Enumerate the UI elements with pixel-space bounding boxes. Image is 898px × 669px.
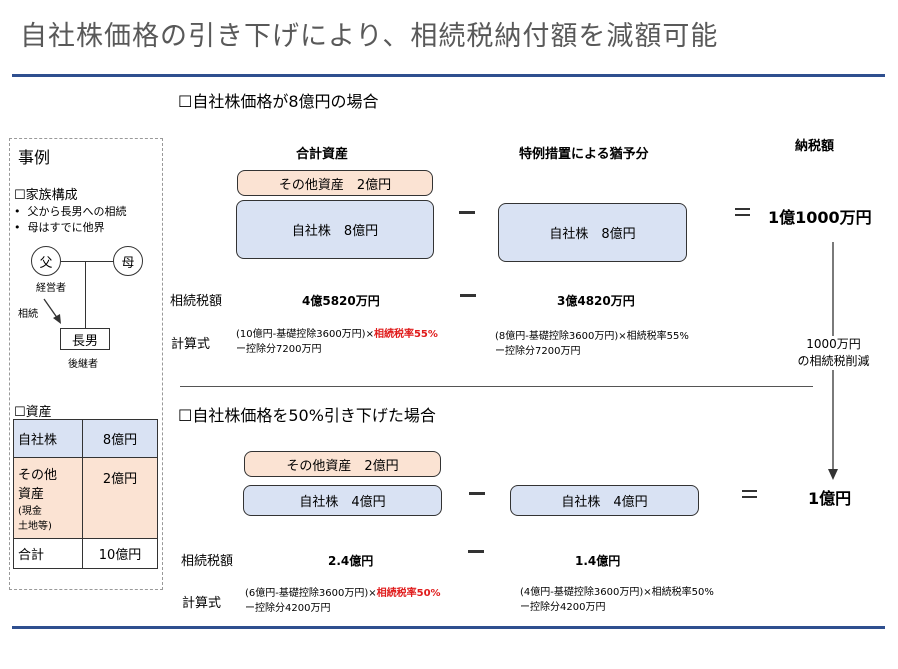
family-bullet-1: • 父から長男への相続 <box>14 205 127 218</box>
assets-table: 自社株 8億円 その他 資産 (現金 土地等) 2億円 合計 10億円 <box>13 419 158 569</box>
asset-value: 2億円 <box>82 457 158 539</box>
s1-tax-label: 相続税額 <box>170 294 223 309</box>
descent-line <box>85 261 87 338</box>
s1-deferred-stock-box: 自社株 8億円 <box>498 203 687 262</box>
s1-calc-deferral: (8億円-基礎控除3600万円)×相続税率55% <box>495 331 689 342</box>
col-total-assets: 合計資産 <box>296 147 349 162</box>
son-role: 後継者 <box>68 359 98 370</box>
case-panel <box>9 138 163 590</box>
s2-calc-total-2: ー控除分4200万円 <box>245 603 331 614</box>
s1-tax-deferral: 3億4820万円 <box>557 294 635 308</box>
s1-calc-total-2: ー控除分7200万円 <box>236 344 322 355</box>
s2-tax-label: 相続税額 <box>181 554 234 569</box>
s2-calc-label: 計算式 <box>182 596 222 611</box>
assets-row-total: 合計 10億円 <box>13 538 158 569</box>
section-divider <box>180 386 813 387</box>
scenario2-heading: ☐自社株価格を50%引き下げた場合 <box>178 406 436 425</box>
s2-deferred-stock-box: 自社株 4億円 <box>510 485 699 516</box>
s2-minus-icon <box>469 492 485 495</box>
col-deferral: 特例措置による猶予分 <box>519 147 649 162</box>
s2-calc-total: (6億円-基礎控除3600万円)×相続税率50% <box>245 588 441 599</box>
page-title: 自社株価格の引き下げにより、相続税納付額を減額可能 <box>20 21 719 52</box>
s2-calc-deferral-2: ー控除分4200万円 <box>520 602 606 613</box>
son-node: 長男 <box>60 328 110 350</box>
assets-row-stock: 自社株 8億円 <box>13 419 158 458</box>
s1-minus-icon-2 <box>460 294 476 297</box>
father-node: 父 <box>31 246 61 276</box>
bottom-rule <box>12 626 885 629</box>
asset-item: その他 資産 (現金 土地等) <box>13 457 83 539</box>
scenario1-heading: ☐自社株価格が8億円の場合 <box>178 92 379 111</box>
s1-other-assets-box: その他資産 2億円 <box>237 170 433 196</box>
s2-other-assets-box: その他資産 2億円 <box>244 451 441 477</box>
s1-own-stock-box: 自社株 8億円 <box>236 200 434 259</box>
s2-tax-deferral: 1.4億円 <box>575 554 621 568</box>
inheritance-label: 相続 <box>18 309 38 320</box>
assets-heading: ☐資産 <box>14 405 52 420</box>
reduction-note: 1000万円 の相続税削減 <box>781 336 886 370</box>
marriage-line <box>61 261 116 263</box>
top-rule <box>12 74 885 77</box>
s2-tax-result: 1億円 <box>808 489 852 508</box>
s1-tax-total: 4億5820万円 <box>302 294 380 308</box>
assets-row-other: その他 資産 (現金 土地等) 2億円 <box>13 457 158 539</box>
asset-value: 8億円 <box>82 419 158 458</box>
s2-tax-total: 2.4億円 <box>328 554 374 568</box>
col-tax: 納税額 <box>795 139 835 154</box>
s1-minus-icon <box>459 211 475 214</box>
s2-own-stock-box: 自社株 4億円 <box>243 485 442 516</box>
family-bullet-2: • 母はすでに他界 <box>14 221 105 234</box>
case-heading: 事例 <box>18 148 51 167</box>
inheritance-arrow-icon <box>43 298 61 324</box>
s1-tax-result: 1億1000万円 <box>768 208 872 227</box>
s2-minus-icon-2 <box>468 550 484 553</box>
asset-item: 自社株 <box>13 419 83 458</box>
family-heading: ☐家族構成 <box>14 188 78 203</box>
s1-calc-label: 計算式 <box>171 337 211 352</box>
s2-calc-deferral: (4億円-基礎控除3600万円)×相続税率50% <box>520 587 714 598</box>
asset-value: 10億円 <box>82 538 158 569</box>
asset-item: 合計 <box>13 538 83 569</box>
s1-calc-total: (10億円-基礎控除3600万円)×相続税率55% <box>236 329 438 340</box>
father-role: 経営者 <box>36 283 66 294</box>
mother-node: 母 <box>113 246 143 276</box>
s1-calc-deferral-2: ー控除分7200万円 <box>495 346 581 357</box>
